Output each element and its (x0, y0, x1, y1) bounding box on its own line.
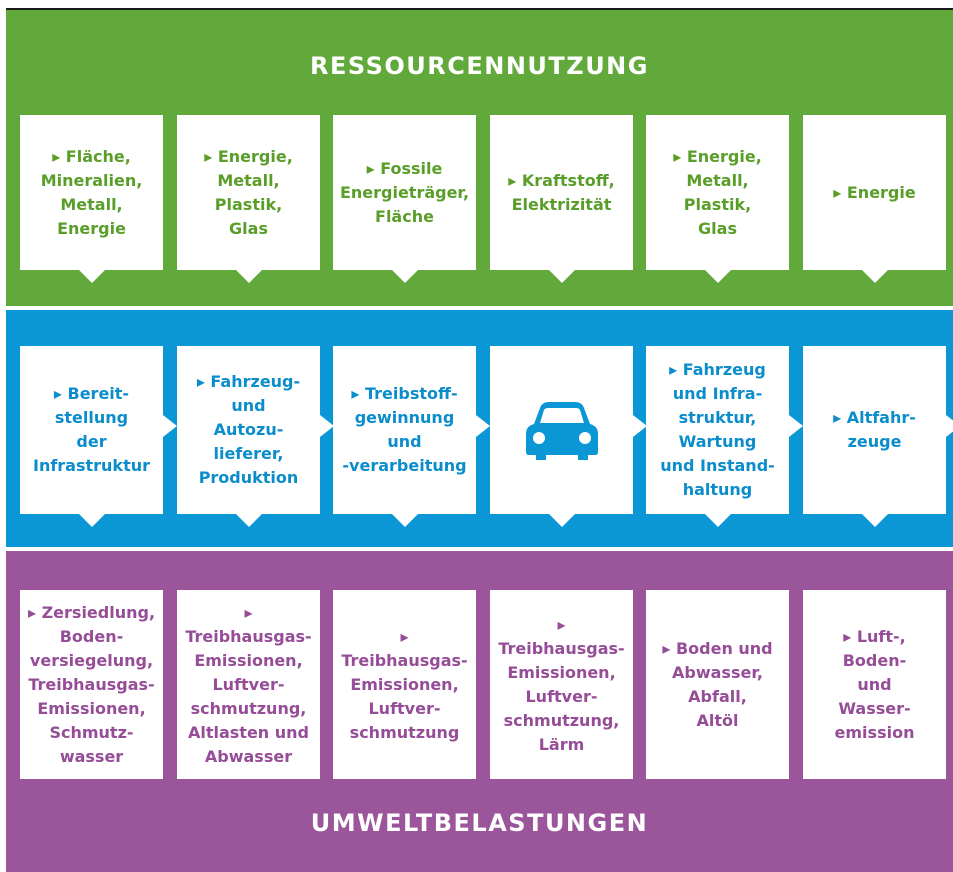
environment-box-label: ▸ Zersiedlung, Boden- versiegelung, Trei… (27, 602, 156, 766)
resource-title: RESSOURCENNUTZUNG (310, 52, 649, 80)
environment-box-6: ▸ Luft-, Boden- und Wasser- emission (803, 590, 946, 779)
resource-band: RESSOURCENNUTZUNG ▸ Fläche, Mineralien, … (6, 10, 953, 306)
flow-arrow-icon (633, 415, 647, 437)
resource-box-label: ▸ Energie (833, 182, 916, 202)
flow-arrow-icon (320, 415, 334, 437)
flow-arrow-icon (946, 415, 953, 437)
lifecycle-box-1: ▸ Bereit- stellung der Infrastruktur (20, 346, 163, 527)
environment-box-3: ▸ Treibhausgas- Emissionen, Luftver- sch… (333, 590, 476, 779)
flow-arrow-icon (163, 415, 177, 437)
lifecycle-box-label: ▸ Treibstoff- gewinnung und -verarbeitun… (342, 384, 467, 475)
resource-box-5: ▸ Energie, Metall, Plastik, Glas (646, 115, 789, 283)
resource-box-6: ▸ Energie (803, 115, 946, 283)
environment-box-label: ▸ Treibhausgas- Emissionen, Luftver- sch… (498, 614, 625, 754)
lifecycle-box-6: ▸ Altfahr- zeuge (803, 346, 946, 527)
car-box (490, 346, 633, 527)
lifecycle-box-2: ▸ Fahrzeug- und Autozu- lieferer, Produk… (177, 346, 320, 527)
resource-box-3: ▸ Fossile Energieträger, Fläche (333, 115, 476, 283)
lifecycle-box-label: ▸ Bereit- stellung der Infrastruktur (32, 384, 150, 475)
environment-box-label: ▸ Boden und Abwasser, Abfall, Altöl (662, 638, 773, 730)
resource-box-label: ▸ Kraftstoff, Elektrizität (508, 170, 615, 214)
resource-box-1: ▸ Fläche, Mineralien, Metall, Energie (20, 115, 163, 283)
environment-box-5: ▸ Boden und Abwasser, Abfall, Altöl (646, 590, 789, 779)
lifecycle-box-label: ▸ Fahrzeug- und Autozu- lieferer, Produk… (196, 372, 301, 487)
resource-box-label: ▸ Fossile Energieträger, Fläche (339, 158, 470, 226)
top-rule (6, 8, 953, 10)
resource-box-label: ▸ Fläche, Mineralien, Metall, Energie (40, 146, 143, 238)
lifecycle-box-label: ▸ Fahrzeug und Infra- struktur, Wartung … (660, 360, 775, 499)
environment-box-label: ▸ Treibhausgas- Emissionen, Luftver- sch… (341, 626, 468, 742)
environment-band: UMWELTBELASTUNGEN ▸ Zersiedlung, Boden- … (6, 551, 953, 872)
lifecycle-box-label: ▸ Altfahr- zeuge (833, 408, 916, 451)
environment-box-2: ▸ Treibhausgas- Emissionen, Luftver- sch… (177, 590, 320, 779)
lifecycle-box-3: ▸ Treibstoff- gewinnung und -verarbeitun… (333, 346, 476, 527)
flow-arrow-icon (476, 415, 490, 437)
car-icon (522, 400, 602, 460)
flow-arrow-icon (789, 415, 803, 437)
lifecycle-box-5: ▸ Fahrzeug und Infra- struktur, Wartung … (646, 346, 789, 527)
environment-box-label: ▸ Treibhausgas- Emissionen, Luftver- sch… (185, 602, 312, 766)
environment-box-label: ▸ Luft-, Boden- und Wasser- emission (834, 626, 915, 742)
resource-box-4: ▸ Kraftstoff, Elektrizität (490, 115, 633, 283)
resource-box-2: ▸ Energie, Metall, Plastik, Glas (177, 115, 320, 283)
environment-box-1: ▸ Zersiedlung, Boden- versiegelung, Trei… (20, 590, 163, 779)
resource-box-label: ▸ Energie, Metall, Plastik, Glas (204, 146, 293, 238)
environment-box-4: ▸ Treibhausgas- Emissionen, Luftver- sch… (490, 590, 633, 779)
lifecycle-band: ▸ Bereit- stellung der Infrastruktur ▸ Fa… (6, 310, 953, 547)
environment-title: UMWELTBELASTUNGEN (310, 809, 649, 837)
resource-box-label: ▸ Energie, Metall, Plastik, Glas (673, 146, 762, 238)
